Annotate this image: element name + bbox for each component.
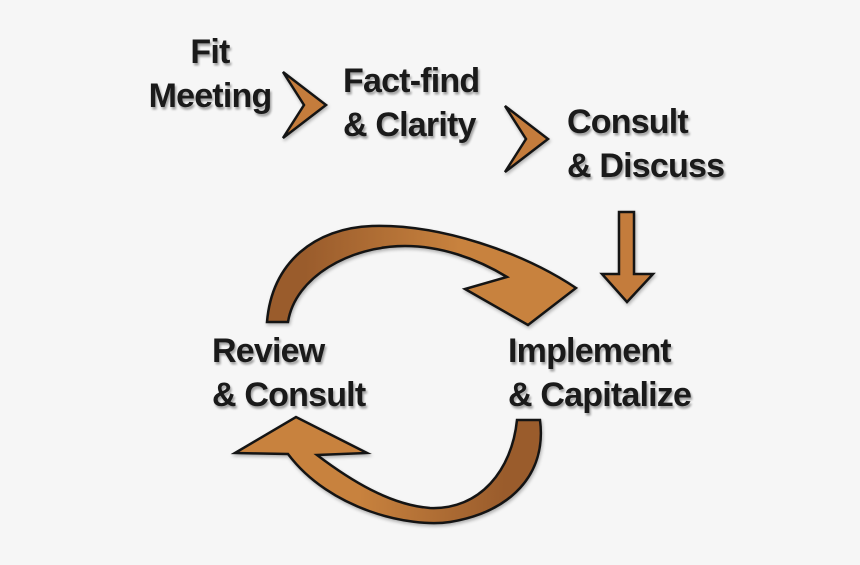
step-fact-find-clarity: Fact-find & Clarity [343, 59, 480, 147]
step-review-consult: Review & Consult [212, 329, 366, 417]
step-implement-capitalize: Implement & Capitalize [508, 329, 692, 417]
step-fit-meeting: Fit Meeting [110, 30, 310, 118]
step-label-line: Implement [508, 332, 672, 370]
curved-arrow-top-icon [265, 224, 579, 327]
step-consult-discuss: Consult & Discuss [567, 100, 725, 188]
step-label-line: & Discuss [567, 147, 725, 185]
step-label-line: Consult [567, 103, 689, 141]
curved-arrow-bottom-icon [230, 415, 543, 525]
step-label-line: Meeting [148, 77, 273, 115]
step-label-line: & Consult [212, 376, 366, 414]
step-label-line: Review [212, 332, 325, 370]
arrow-down-icon [599, 210, 656, 304]
step-label-line: Fact-find [343, 62, 480, 100]
step-label-line: & Capitalize [508, 376, 692, 414]
chevron-right-icon [503, 105, 551, 173]
step-label-line: & Clarity [343, 106, 476, 144]
chevron-right-icon [281, 71, 329, 139]
step-label-line: Fit [190, 33, 230, 71]
